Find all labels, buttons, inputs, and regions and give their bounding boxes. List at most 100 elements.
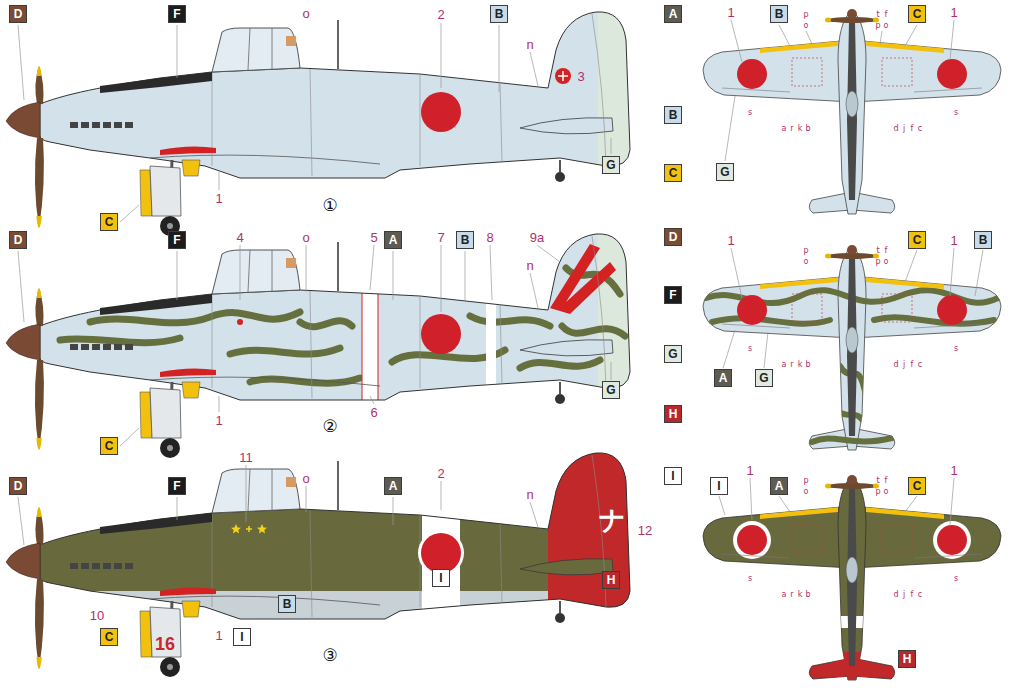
tail-emblem (555, 68, 571, 84)
color-code: A (719, 372, 728, 384)
color-chip: B (278, 595, 296, 613)
callout-label: 1 (215, 628, 222, 643)
airframe-details (6, 12, 630, 236)
hinomaru (421, 92, 461, 132)
callout-label: 1 (727, 5, 734, 20)
callout-label: ② (322, 416, 337, 436)
hinomaru-border (733, 521, 771, 559)
color-code: C (913, 8, 922, 20)
callout-label: p (875, 257, 880, 266)
callout-label: s (748, 574, 752, 583)
tail-emblem (558, 71, 568, 81)
callout-label: d (893, 124, 898, 133)
color-chip: G (664, 345, 682, 363)
color-chip: H (898, 650, 916, 668)
callout-label: 1 (215, 191, 222, 206)
hinomaru (937, 59, 967, 89)
kill-mark (246, 526, 252, 532)
callout-label: 7 (437, 230, 444, 245)
color-code: H (669, 408, 678, 420)
color-chip: G (716, 163, 734, 181)
color-code: A (669, 8, 678, 20)
callout-label: c (918, 124, 922, 133)
color-chip: H (664, 405, 682, 423)
color-chip: C (100, 213, 118, 231)
hinomaru (737, 525, 767, 555)
color-chip: D (9, 231, 27, 249)
callout-label: 16 (155, 634, 175, 655)
color-code: C (105, 440, 114, 452)
callout-label: p (803, 10, 808, 19)
callout-label: p (875, 21, 880, 30)
aircraft-top-view (703, 475, 1001, 682)
color-chip: A (714, 369, 732, 387)
airframe-details (722, 9, 982, 200)
color-code: B (495, 8, 504, 20)
aircraft-side-view (6, 0, 648, 236)
callout-label: k (798, 590, 803, 599)
fuselage (40, 234, 630, 400)
hinomaru (737, 295, 767, 325)
callout-label: s (748, 108, 752, 117)
callout-label: p (803, 246, 808, 255)
color-code: I (240, 631, 243, 643)
airframe-details (6, 234, 630, 458)
color-code: D (14, 234, 23, 246)
callout-label: 10 (90, 608, 104, 623)
callout-label: f (911, 590, 914, 599)
color-chip: B (664, 106, 682, 124)
hinomaru (421, 314, 461, 354)
callout-label: 12 (638, 523, 652, 538)
color-code: A (389, 480, 398, 492)
color-chip: D (9, 477, 27, 495)
callout-label: n (526, 258, 533, 273)
callout-label: s (748, 344, 752, 353)
callout-label: ナ (599, 503, 626, 538)
leader-lines (18, 20, 983, 545)
color-chip: C (908, 477, 926, 495)
color-chip: B (456, 231, 474, 249)
color-code: G (606, 384, 615, 396)
aircraft-top-view (703, 9, 1001, 214)
color-code: I (671, 470, 674, 482)
callout-label: 8 (486, 230, 493, 245)
color-chip: I (710, 477, 728, 495)
color-code: C (105, 631, 114, 643)
color-chip: F (168, 5, 186, 23)
callout-label: 1 (215, 413, 222, 428)
color-chip: D (664, 228, 682, 246)
callout-label: a (782, 124, 787, 133)
color-code: C (669, 167, 678, 179)
color-code: D (14, 8, 23, 20)
callout-label: 3 (577, 69, 584, 84)
hinomaru (937, 525, 967, 555)
callout-label: 2 (437, 466, 444, 481)
color-chip: G (602, 381, 620, 399)
color-code: B (283, 598, 292, 610)
callout-label: o (884, 21, 889, 30)
aircraft-side-view (0, 441, 648, 677)
callout-label: j (903, 360, 905, 369)
color-code: F (173, 8, 180, 20)
airframe-details (722, 245, 982, 436)
color-code: G (668, 348, 677, 360)
hinomaru (937, 295, 967, 325)
callout-label: ① (322, 195, 337, 215)
callout-label: o (804, 487, 809, 496)
callout-label: k (798, 360, 803, 369)
color-chip: B (490, 5, 508, 23)
callout-label: j (903, 124, 905, 133)
rudder-tint (598, 0, 648, 200)
callout-label: 1 (727, 233, 734, 248)
callout-label: k (798, 124, 803, 133)
callout-label: c (918, 590, 922, 599)
callout-label: o (884, 487, 889, 496)
callout-label: ③ (322, 645, 337, 665)
color-code: B (669, 109, 678, 121)
callout-label: 6 (370, 405, 377, 420)
color-code: D (14, 480, 23, 492)
color-code: C (913, 234, 922, 246)
color-chip: F (664, 286, 682, 304)
